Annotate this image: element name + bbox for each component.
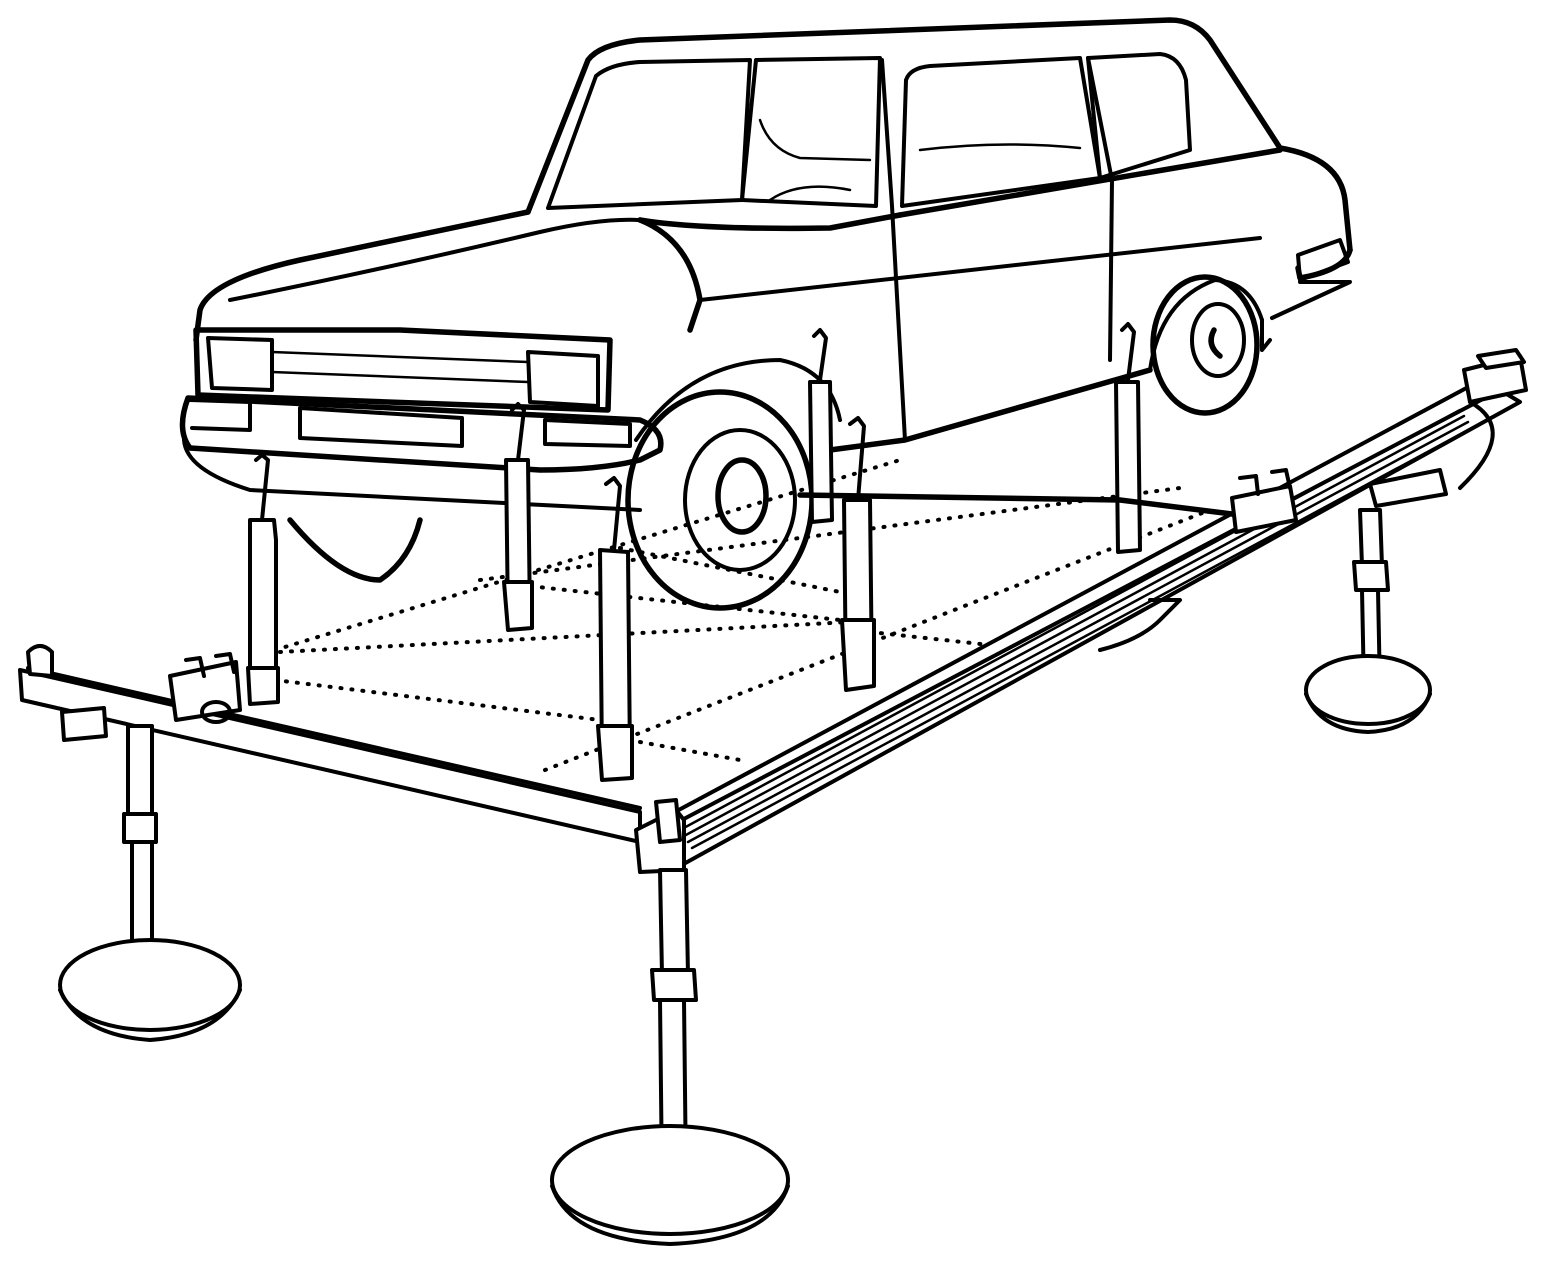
cross-rod: [797, 492, 1243, 518]
gauge-front-right: [502, 402, 534, 632]
gauge-mid-rear-back: [808, 328, 834, 524]
gauge-mid-front: [596, 476, 634, 782]
gauge-rear: [1114, 322, 1142, 554]
measuring-frame: [18, 348, 1528, 874]
car: [179, 17, 1353, 611]
stand-rear: [1304, 508, 1432, 734]
stands: [58, 508, 1432, 1246]
rear-carriage: [1230, 468, 1298, 534]
stand-front-left: [58, 724, 242, 1042]
measurement-lines: [273, 458, 1212, 772]
stand-front-right: [550, 868, 790, 1246]
front-carriage: [168, 652, 242, 724]
gauge-front-left: [246, 453, 280, 706]
gauge-mid-rear: [840, 416, 876, 692]
measuring-gauges: [246, 322, 1243, 782]
